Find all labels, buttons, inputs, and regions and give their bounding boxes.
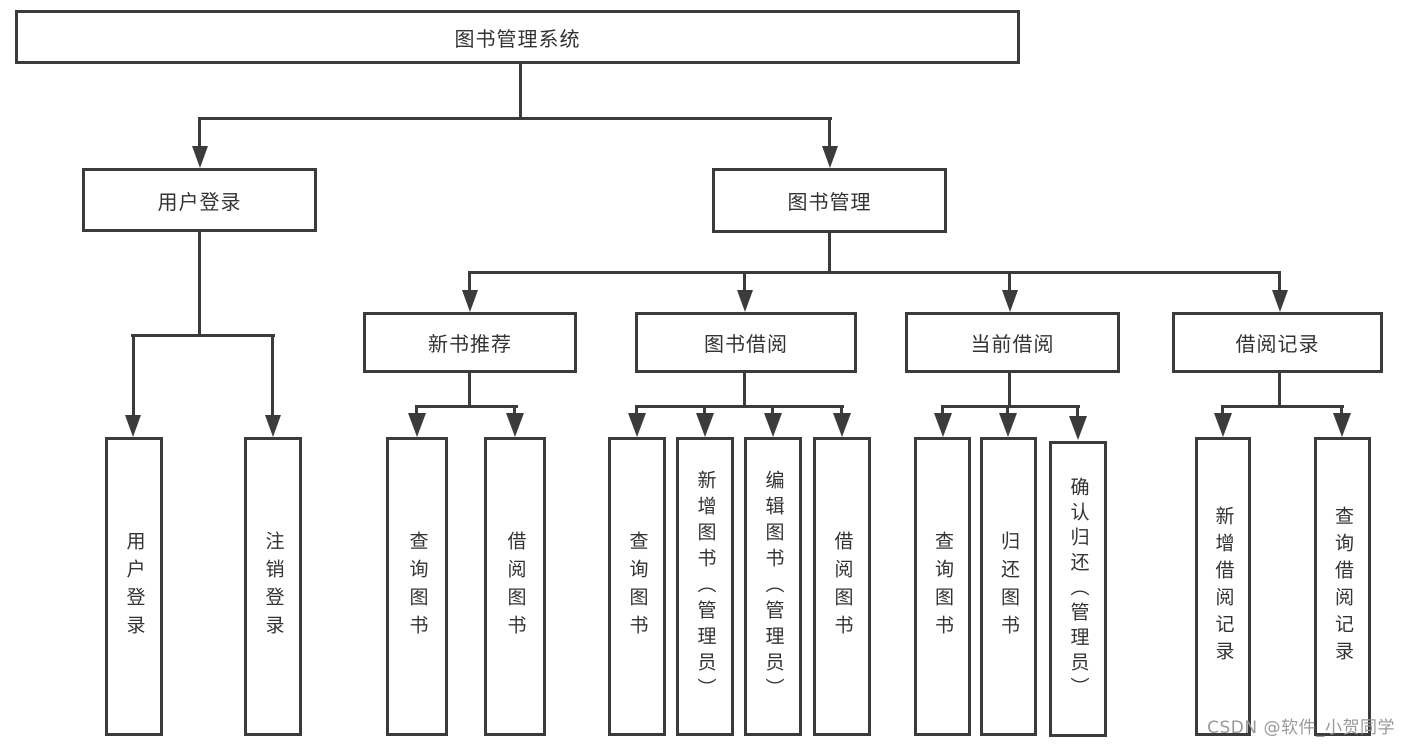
arrow-down-icon bbox=[1272, 290, 1288, 312]
arrow-down-icon bbox=[628, 413, 646, 437]
connector-line bbox=[198, 117, 832, 120]
connector-line bbox=[1278, 271, 1281, 292]
arrow-down-icon bbox=[192, 146, 208, 168]
arrow-down-icon bbox=[125, 415, 141, 437]
leaf-recommend-borrow-books: 借阅图书 bbox=[484, 437, 546, 736]
connector-line bbox=[470, 271, 1280, 274]
leaf-borrow-query-books: 查询图书 bbox=[608, 437, 666, 736]
connector-line bbox=[941, 405, 944, 416]
leaf-logout: 注销登录 bbox=[244, 437, 302, 736]
leaf-confirm-return-admin: 确认归还（管理员） bbox=[1049, 441, 1107, 737]
connector-line bbox=[840, 405, 843, 416]
connector-line bbox=[271, 334, 274, 417]
connector-line bbox=[513, 405, 516, 416]
connector-line bbox=[1008, 271, 1011, 292]
node-current-borrow: 当前借阅 bbox=[905, 312, 1120, 373]
connector-line bbox=[743, 271, 746, 292]
leaf-user-login: 用户登录 bbox=[105, 437, 163, 736]
connector-line bbox=[771, 405, 774, 416]
leaf-add-borrow-record: 新增借阅记录 bbox=[1195, 437, 1251, 736]
connector-line bbox=[519, 62, 522, 118]
connector-line bbox=[828, 117, 831, 148]
node-user-login-group: 用户登录 bbox=[82, 168, 317, 232]
arrow-down-icon bbox=[737, 290, 753, 312]
node-book-management: 图书管理 bbox=[712, 168, 947, 233]
arrow-down-icon bbox=[265, 415, 281, 437]
connector-line bbox=[1008, 373, 1011, 407]
arrow-down-icon bbox=[764, 413, 782, 437]
leaf-query-borrow-record: 查询借阅记录 bbox=[1314, 437, 1371, 736]
connector-line bbox=[198, 232, 201, 336]
connector-line bbox=[131, 334, 275, 337]
connector-line bbox=[1076, 405, 1079, 419]
node-book-borrow: 图书借阅 bbox=[635, 312, 857, 373]
arrow-down-icon bbox=[934, 413, 952, 437]
node-library-management-system: 图书管理系统 bbox=[15, 10, 1020, 64]
arrow-down-icon bbox=[1069, 416, 1087, 440]
arrow-down-icon bbox=[506, 413, 524, 437]
leaf-return-books: 归还图书 bbox=[980, 437, 1037, 736]
leaf-edit-books-admin: 编辑图书（管理员） bbox=[744, 437, 802, 736]
arrow-down-icon bbox=[408, 413, 426, 437]
arrow-down-icon bbox=[822, 146, 838, 168]
arrow-down-icon bbox=[833, 413, 851, 437]
connector-line bbox=[743, 373, 746, 407]
connector-line bbox=[415, 405, 518, 408]
connector-line bbox=[198, 117, 201, 148]
csdn-watermark: CSDN @软件_小贺同学 bbox=[1207, 718, 1395, 738]
node-borrow-records: 借阅记录 bbox=[1172, 312, 1383, 373]
connector-line bbox=[1278, 373, 1281, 407]
leaf-add-books-admin: 新增图书（管理员） bbox=[676, 437, 734, 736]
connector-line bbox=[828, 233, 831, 273]
leaf-current-query-books: 查询图书 bbox=[914, 437, 971, 736]
arrow-down-icon bbox=[696, 413, 714, 437]
arrow-down-icon bbox=[1002, 290, 1018, 312]
connector-line bbox=[1006, 405, 1009, 416]
connector-line bbox=[1221, 405, 1224, 416]
connector-line bbox=[1340, 405, 1343, 416]
leaf-recommend-query-books: 查询图书 bbox=[386, 437, 448, 736]
arrow-down-icon bbox=[999, 413, 1017, 437]
node-new-book-recommend: 新书推荐 bbox=[363, 312, 577, 373]
connector-line bbox=[635, 405, 844, 408]
connector-line bbox=[635, 405, 638, 416]
connector-line bbox=[468, 373, 471, 407]
arrow-down-icon bbox=[1214, 413, 1232, 437]
connector-line bbox=[415, 405, 418, 416]
connector-line bbox=[703, 405, 706, 416]
arrow-down-icon bbox=[462, 290, 478, 312]
leaf-borrow-borrow-books: 借阅图书 bbox=[813, 437, 871, 736]
connector-line bbox=[132, 334, 135, 417]
connector-line bbox=[1223, 405, 1344, 408]
connector-line bbox=[943, 405, 1080, 408]
connector-line bbox=[468, 271, 471, 292]
arrow-down-icon bbox=[1333, 413, 1351, 437]
